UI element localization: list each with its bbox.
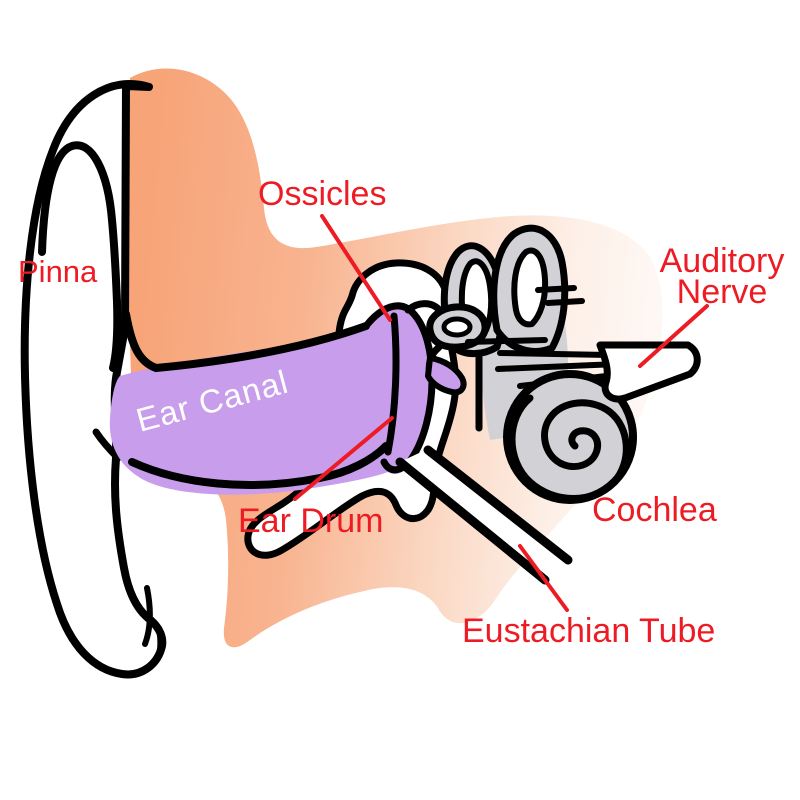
pinna-label: Pinna [18,254,98,289]
auditory-nerve-label-line1: Auditory [660,242,785,280]
notch-line-2 [155,625,164,661]
notch-line [142,585,153,647]
semicircular-canal-horizontal-hole [441,316,473,338]
canal-bottom-outline [128,442,390,489]
eustachian-tube-interior [404,448,570,580]
auditory-nerve-shape [596,341,701,403]
canal-top-outline [122,310,370,373]
auditory-nerve-label-line2: Nerve [677,273,768,311]
leader-lines [293,214,709,612]
ossicles-leader-line [320,214,392,322]
eustachian-tube-upper-line [423,445,573,565]
auditory-nerve-leader-line [638,304,709,368]
stapes-shape [425,355,467,396]
semicircular-canal-posterior-hole [511,247,549,328]
pinna-antihelix-line [38,141,122,372]
eustachian-tube-label: Eustachian Tube [462,612,715,650]
pinna-fold-stub [92,428,122,462]
eustachian-tube-leader-line [518,544,569,612]
ear-drum-label: Ear Drum [238,502,383,540]
ear-canal-shape [109,304,431,495]
malleus-line [384,312,400,456]
cochlea-spiral [508,394,630,502]
ossicles-label: Ossicles [258,175,386,213]
pinna-shape [20,80,167,679]
cochlea-label: Cochlea [592,491,717,529]
ear-drum-leader-line [293,416,394,501]
eustachian-tube-lower-line [395,457,550,585]
